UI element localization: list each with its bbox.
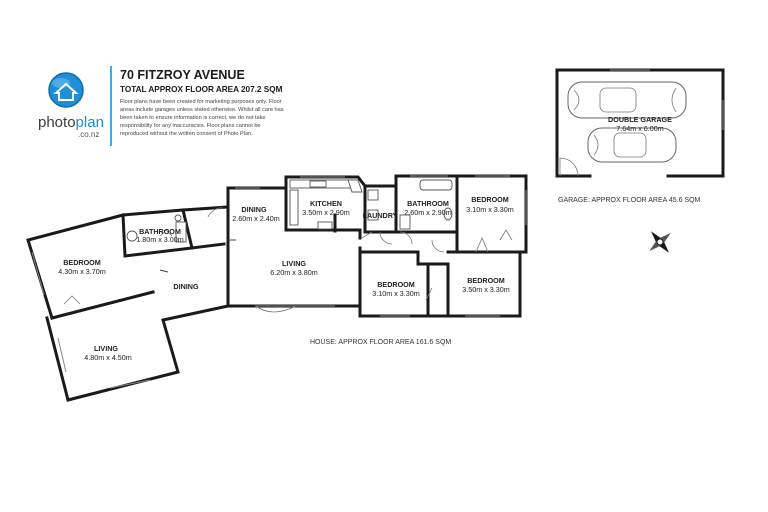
disclaimer-line-1: Floor plans have been created for market… — [120, 99, 282, 105]
room-label-bedroom-ne: BEDROOM — [471, 195, 509, 204]
room-dims-bathroom: 2.60m x 2.90m — [404, 208, 452, 217]
room-label-kitchen: KITCHEN — [310, 199, 342, 208]
garage-plan: DOUBLE GARAGE 7.64m x 6.00m — [555, 68, 725, 178]
room-dims-kitchen: 3.50m x 2.90m — [302, 208, 350, 217]
room-dims-living-west: 4.80m x 4.50m — [84, 353, 132, 362]
room-dims-bedroom-mid: 3.10m x 3.30m — [372, 289, 420, 298]
house-area-label: HOUSE: APPROX FLOOR AREA 161.6 SQM — [310, 339, 451, 346]
garage-area-label: GARAGE: APPROX FLOOR AREA 45.6 SQM — [558, 197, 701, 204]
room-label-bathroom-west: BATHROOM — [139, 227, 181, 236]
room-label-bedroom-west: BEDROOM — [63, 258, 101, 267]
room-label-dining-west: DINING — [173, 282, 199, 291]
garage-label: DOUBLE GARAGE — [608, 115, 672, 124]
logo-domain: .co.nz — [78, 130, 99, 139]
car-icon — [587, 127, 677, 163]
disclaimer-line-5: reproduced without the written consent o… — [120, 131, 253, 137]
svg-text:photoplan: photoplan — [38, 114, 104, 131]
room-dims-bedroom-west: 4.30m x 3.70m — [58, 267, 106, 276]
page-title: 70 FITZROY AVENUE — [120, 68, 245, 82]
compass-icon — [649, 231, 671, 253]
garage-dims: 7.64m x 6.00m — [616, 124, 664, 133]
room-dims-bathroom-west: 1.80m x 3.00m — [136, 235, 184, 244]
room-label-living: LIVING — [282, 259, 306, 268]
room-dims-bedroom-ne: 3.10m x 3.30m — [466, 205, 514, 214]
room-label-bathroom: BATHROOM — [407, 199, 449, 208]
room-label-bedroom-mid: BEDROOM — [377, 280, 415, 289]
photoplan-logo: photoplan .co.nz — [38, 72, 104, 139]
disclaimer-line-3: been taken to ensure information is corr… — [120, 115, 266, 121]
room-label-laundry: LAUNDRY — [363, 211, 398, 220]
disclaimer-line-4: responsibility for any inaccuracies. Flo… — [120, 123, 261, 129]
room-dims-bedroom-se: 3.50m x 3.30m — [462, 285, 510, 294]
car-icon — [567, 81, 687, 119]
logo-text-photo: photo — [38, 114, 76, 131]
room-label-bedroom-se: BEDROOM — [467, 276, 505, 285]
room-label-living-west: LIVING — [94, 344, 118, 353]
house-globe-icon — [48, 72, 84, 108]
house-plan — [26, 174, 528, 402]
logo-text-plan: plan — [76, 114, 104, 131]
room-dims-dining: 2.60m x 2.40m — [232, 214, 280, 223]
total-floor-area: TOTAL APPROX FLOOR AREA 207.2 SQM — [120, 85, 283, 94]
disclaimer-line-2: areas include garages unless stated othe… — [120, 107, 284, 113]
room-label-dining: DINING — [241, 205, 267, 214]
room-dims-living: 6.20m x 3.80m — [270, 268, 318, 277]
